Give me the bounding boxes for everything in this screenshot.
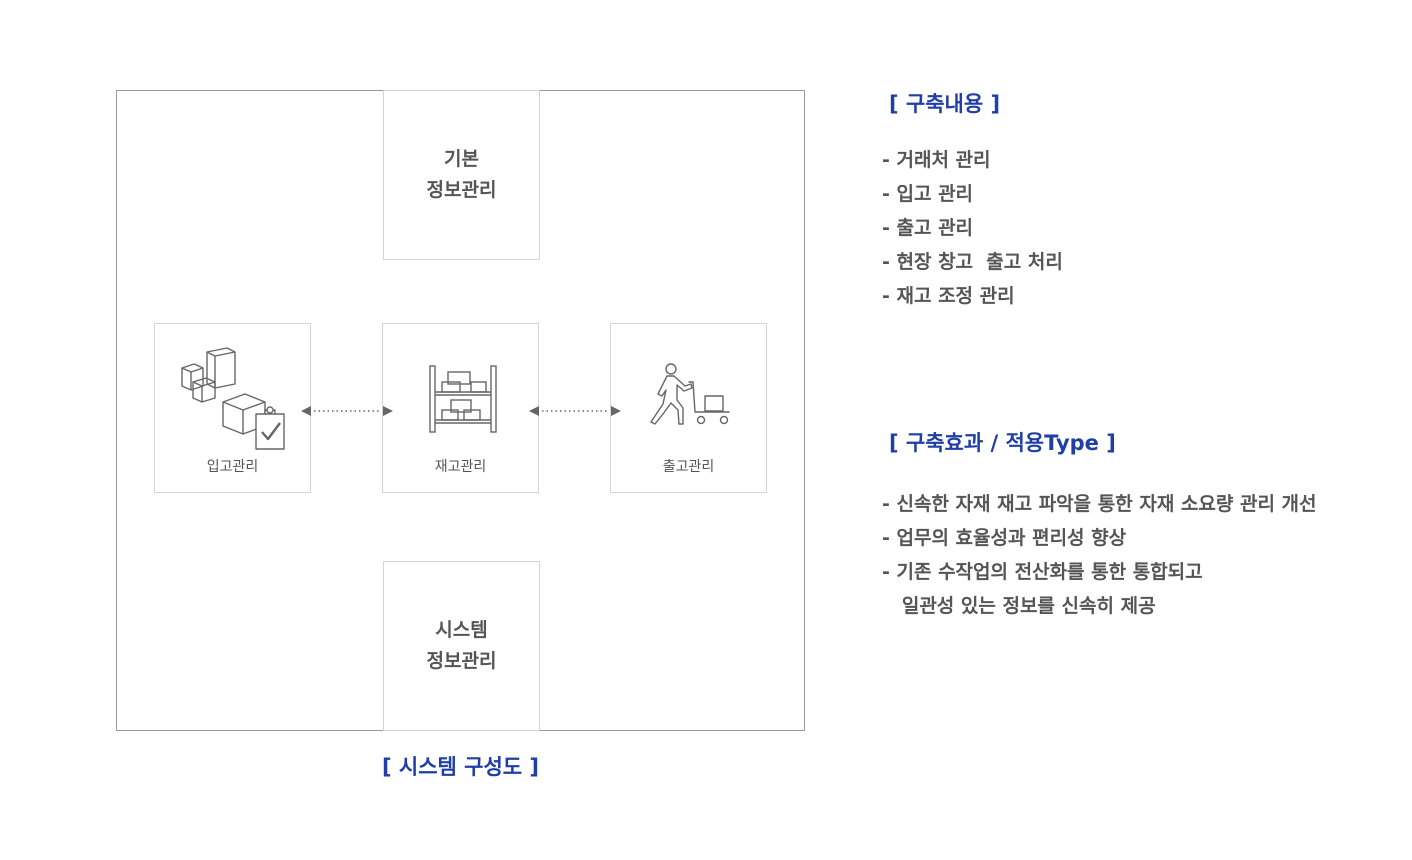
list-item: - 현장 창고 출고 처리 <box>882 251 1063 273</box>
effects-title: [ 구축효과 / 적용Type ] <box>889 431 1116 455</box>
inbound-label: 입고관리 <box>206 459 259 475</box>
inventory-node: 재고관리 <box>382 323 539 493</box>
construction-title: [ 구축내용 ] <box>889 92 1001 116</box>
boxes-checklist-icon <box>181 347 285 450</box>
list-item: - 재고 조정 관리 <box>882 285 1015 307</box>
list-item: - 신속한 자재 재고 파악을 통한 자재 소요량 관리 개선 <box>882 493 1317 515</box>
diagram-caption: [ 시스템 구성도 ] <box>381 755 540 779</box>
list-item: - 기존 수작업의 전산화를 통한 통합되고 <box>882 561 1203 583</box>
basic-info-line2: 정보관리 <box>426 179 497 201</box>
inbound-inventory-connector <box>301 406 393 416</box>
list-item: - 거래처 관리 <box>882 149 991 171</box>
basic-info-node: 기본 정보관리 <box>383 90 540 260</box>
list-item: - 업무의 효율성과 편리성 향상 <box>882 527 1127 549</box>
effects-list: - 신속한 자재 재고 파악을 통한 자재 소요량 관리 개선 - 업무의 효율… <box>882 487 1317 623</box>
inventory-outbound-connector <box>529 406 621 416</box>
system-info-line2: 정보관리 <box>426 650 497 672</box>
construction-list: - 거래처 관리 - 입고 관리 - 출고 관리 - 현장 창고 출고 처리 -… <box>882 143 1063 313</box>
system-info-node: 시스템 정보관리 <box>383 561 540 731</box>
inventory-label: 재고관리 <box>434 459 487 475</box>
warehouse-shelf-icon <box>429 365 497 433</box>
list-item: - 출고 관리 <box>882 217 974 239</box>
person-cart-icon <box>650 363 730 425</box>
inbound-node: 입고관리 <box>154 323 311 493</box>
system-info-line1: 시스템 <box>435 619 488 641</box>
list-item: 일관성 있는 정보를 신속히 제공 <box>882 595 1156 617</box>
outbound-node: 출고관리 <box>610 323 767 493</box>
list-item: - 입고 관리 <box>882 183 974 205</box>
basic-info-line1: 기본 <box>444 148 479 170</box>
outbound-label: 출고관리 <box>662 459 715 475</box>
